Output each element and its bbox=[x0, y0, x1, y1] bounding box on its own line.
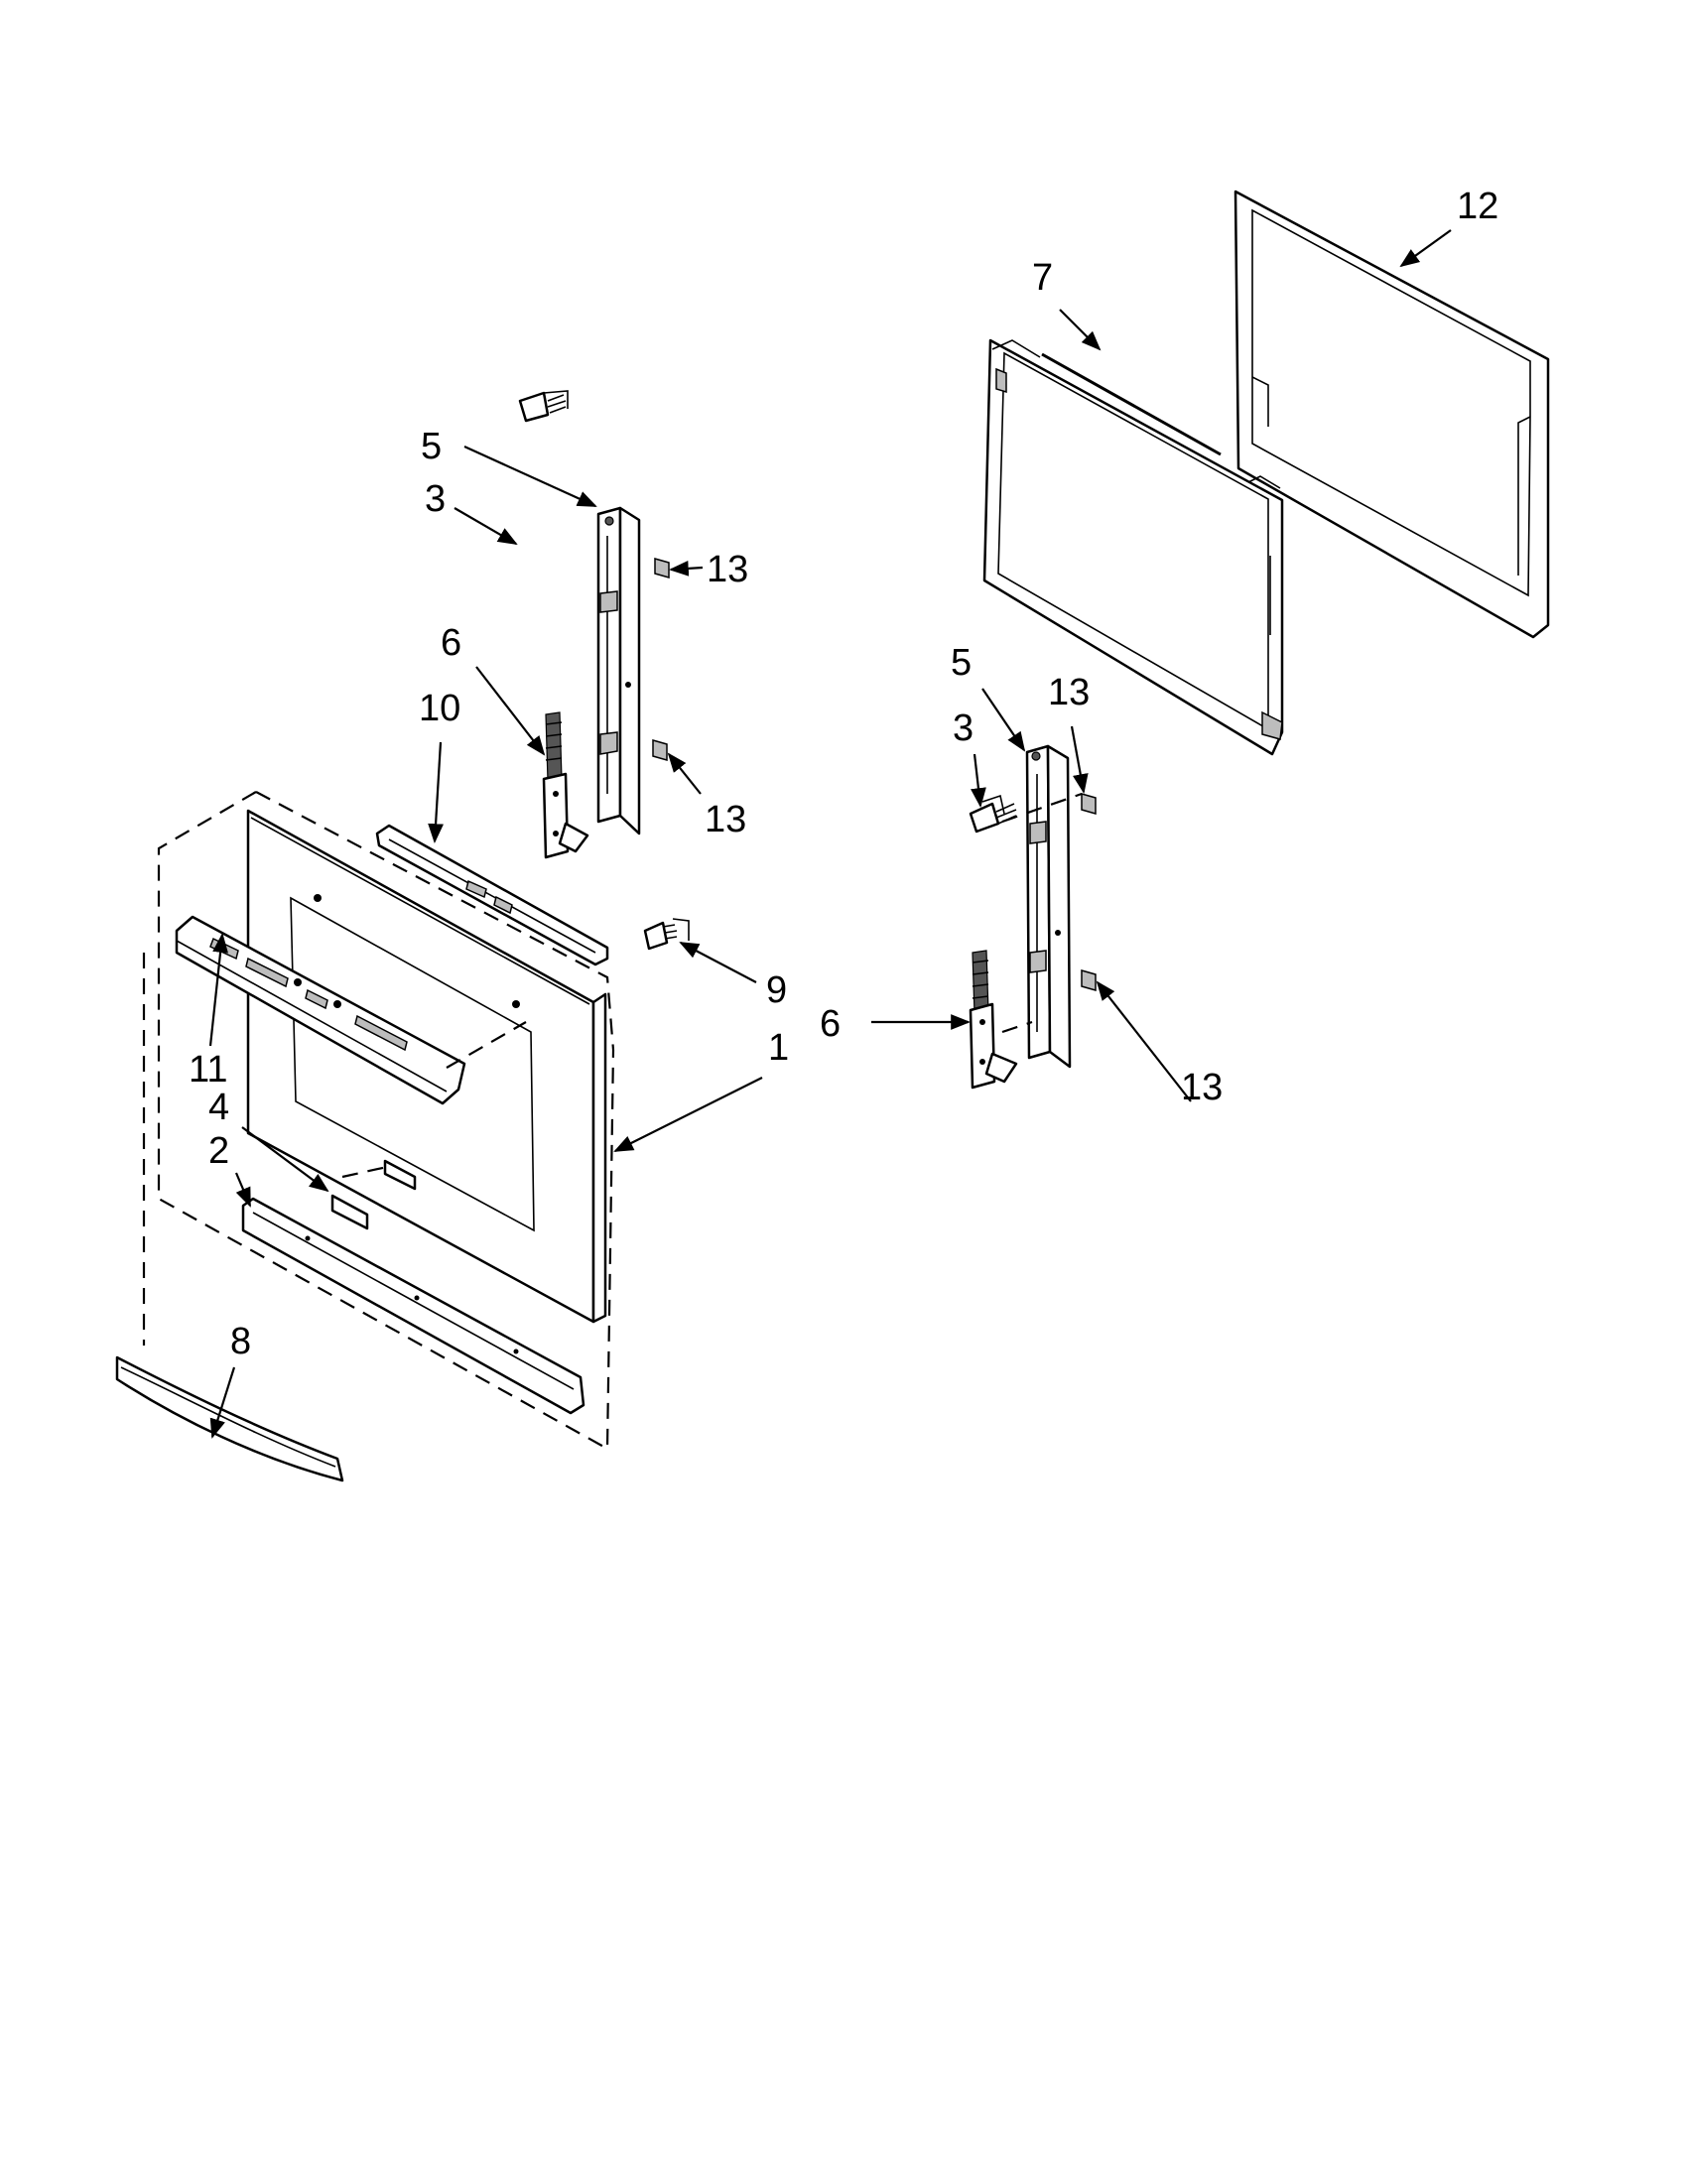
door-handle-8 bbox=[115, 953, 344, 1482]
label-part-6: 6 bbox=[441, 622, 461, 664]
clip-13-b bbox=[652, 739, 668, 761]
label-part-9: 9 bbox=[766, 969, 787, 1011]
hinge-spring-6-right bbox=[969, 950, 1018, 1090]
clip-13-d bbox=[1081, 969, 1097, 991]
label-part-7: 7 bbox=[1032, 257, 1053, 299]
screw-9 bbox=[643, 918, 690, 951]
hinge-assembly-5-left bbox=[596, 506, 641, 835]
label-part-6: 6 bbox=[820, 1003, 841, 1045]
label-part-3: 3 bbox=[953, 707, 974, 749]
clip-13-c bbox=[1081, 793, 1097, 815]
door-dashed-group bbox=[157, 791, 615, 1451]
label-part-3: 3 bbox=[425, 478, 446, 520]
label-part-13: 13 bbox=[1048, 672, 1090, 713]
label-part-5: 5 bbox=[421, 426, 442, 467]
label-part-13: 13 bbox=[1181, 1067, 1223, 1108]
bottom-strip-2 bbox=[241, 1197, 585, 1415]
label-part-4: 4 bbox=[208, 1087, 229, 1128]
label-part-13: 13 bbox=[707, 549, 748, 590]
label-part-11: 11 bbox=[189, 1049, 227, 1091]
screw-3-right bbox=[969, 794, 1017, 834]
clip-13-a bbox=[654, 558, 670, 578]
hinge-spring-6-left bbox=[542, 711, 589, 859]
door-glass-panel-12 bbox=[1234, 190, 1550, 639]
door-top-strip-10 bbox=[375, 824, 609, 966]
label-part-5: 5 bbox=[951, 642, 972, 684]
hinge-assembly-5-right bbox=[1025, 744, 1072, 1069]
label-part-10: 10 bbox=[419, 688, 460, 729]
handle-bracket-11 bbox=[175, 915, 466, 1105]
leader-lines bbox=[208, 229, 1452, 1439]
label-part-13: 13 bbox=[705, 799, 746, 840]
screw-3-left bbox=[518, 390, 569, 423]
label-part-2: 2 bbox=[208, 1130, 229, 1172]
alignment-lines bbox=[341, 792, 1083, 1179]
badge-4 bbox=[330, 1159, 417, 1230]
part-labels: 12 7 5 3 13 6 10 13 5 13 3 9 1 6 13 11 4… bbox=[189, 186, 1498, 1362]
inner-door-frame-7 bbox=[982, 338, 1284, 756]
label-part-12: 12 bbox=[1457, 186, 1498, 227]
label-part-1: 1 bbox=[768, 1027, 789, 1069]
label-part-8: 8 bbox=[230, 1321, 251, 1362]
